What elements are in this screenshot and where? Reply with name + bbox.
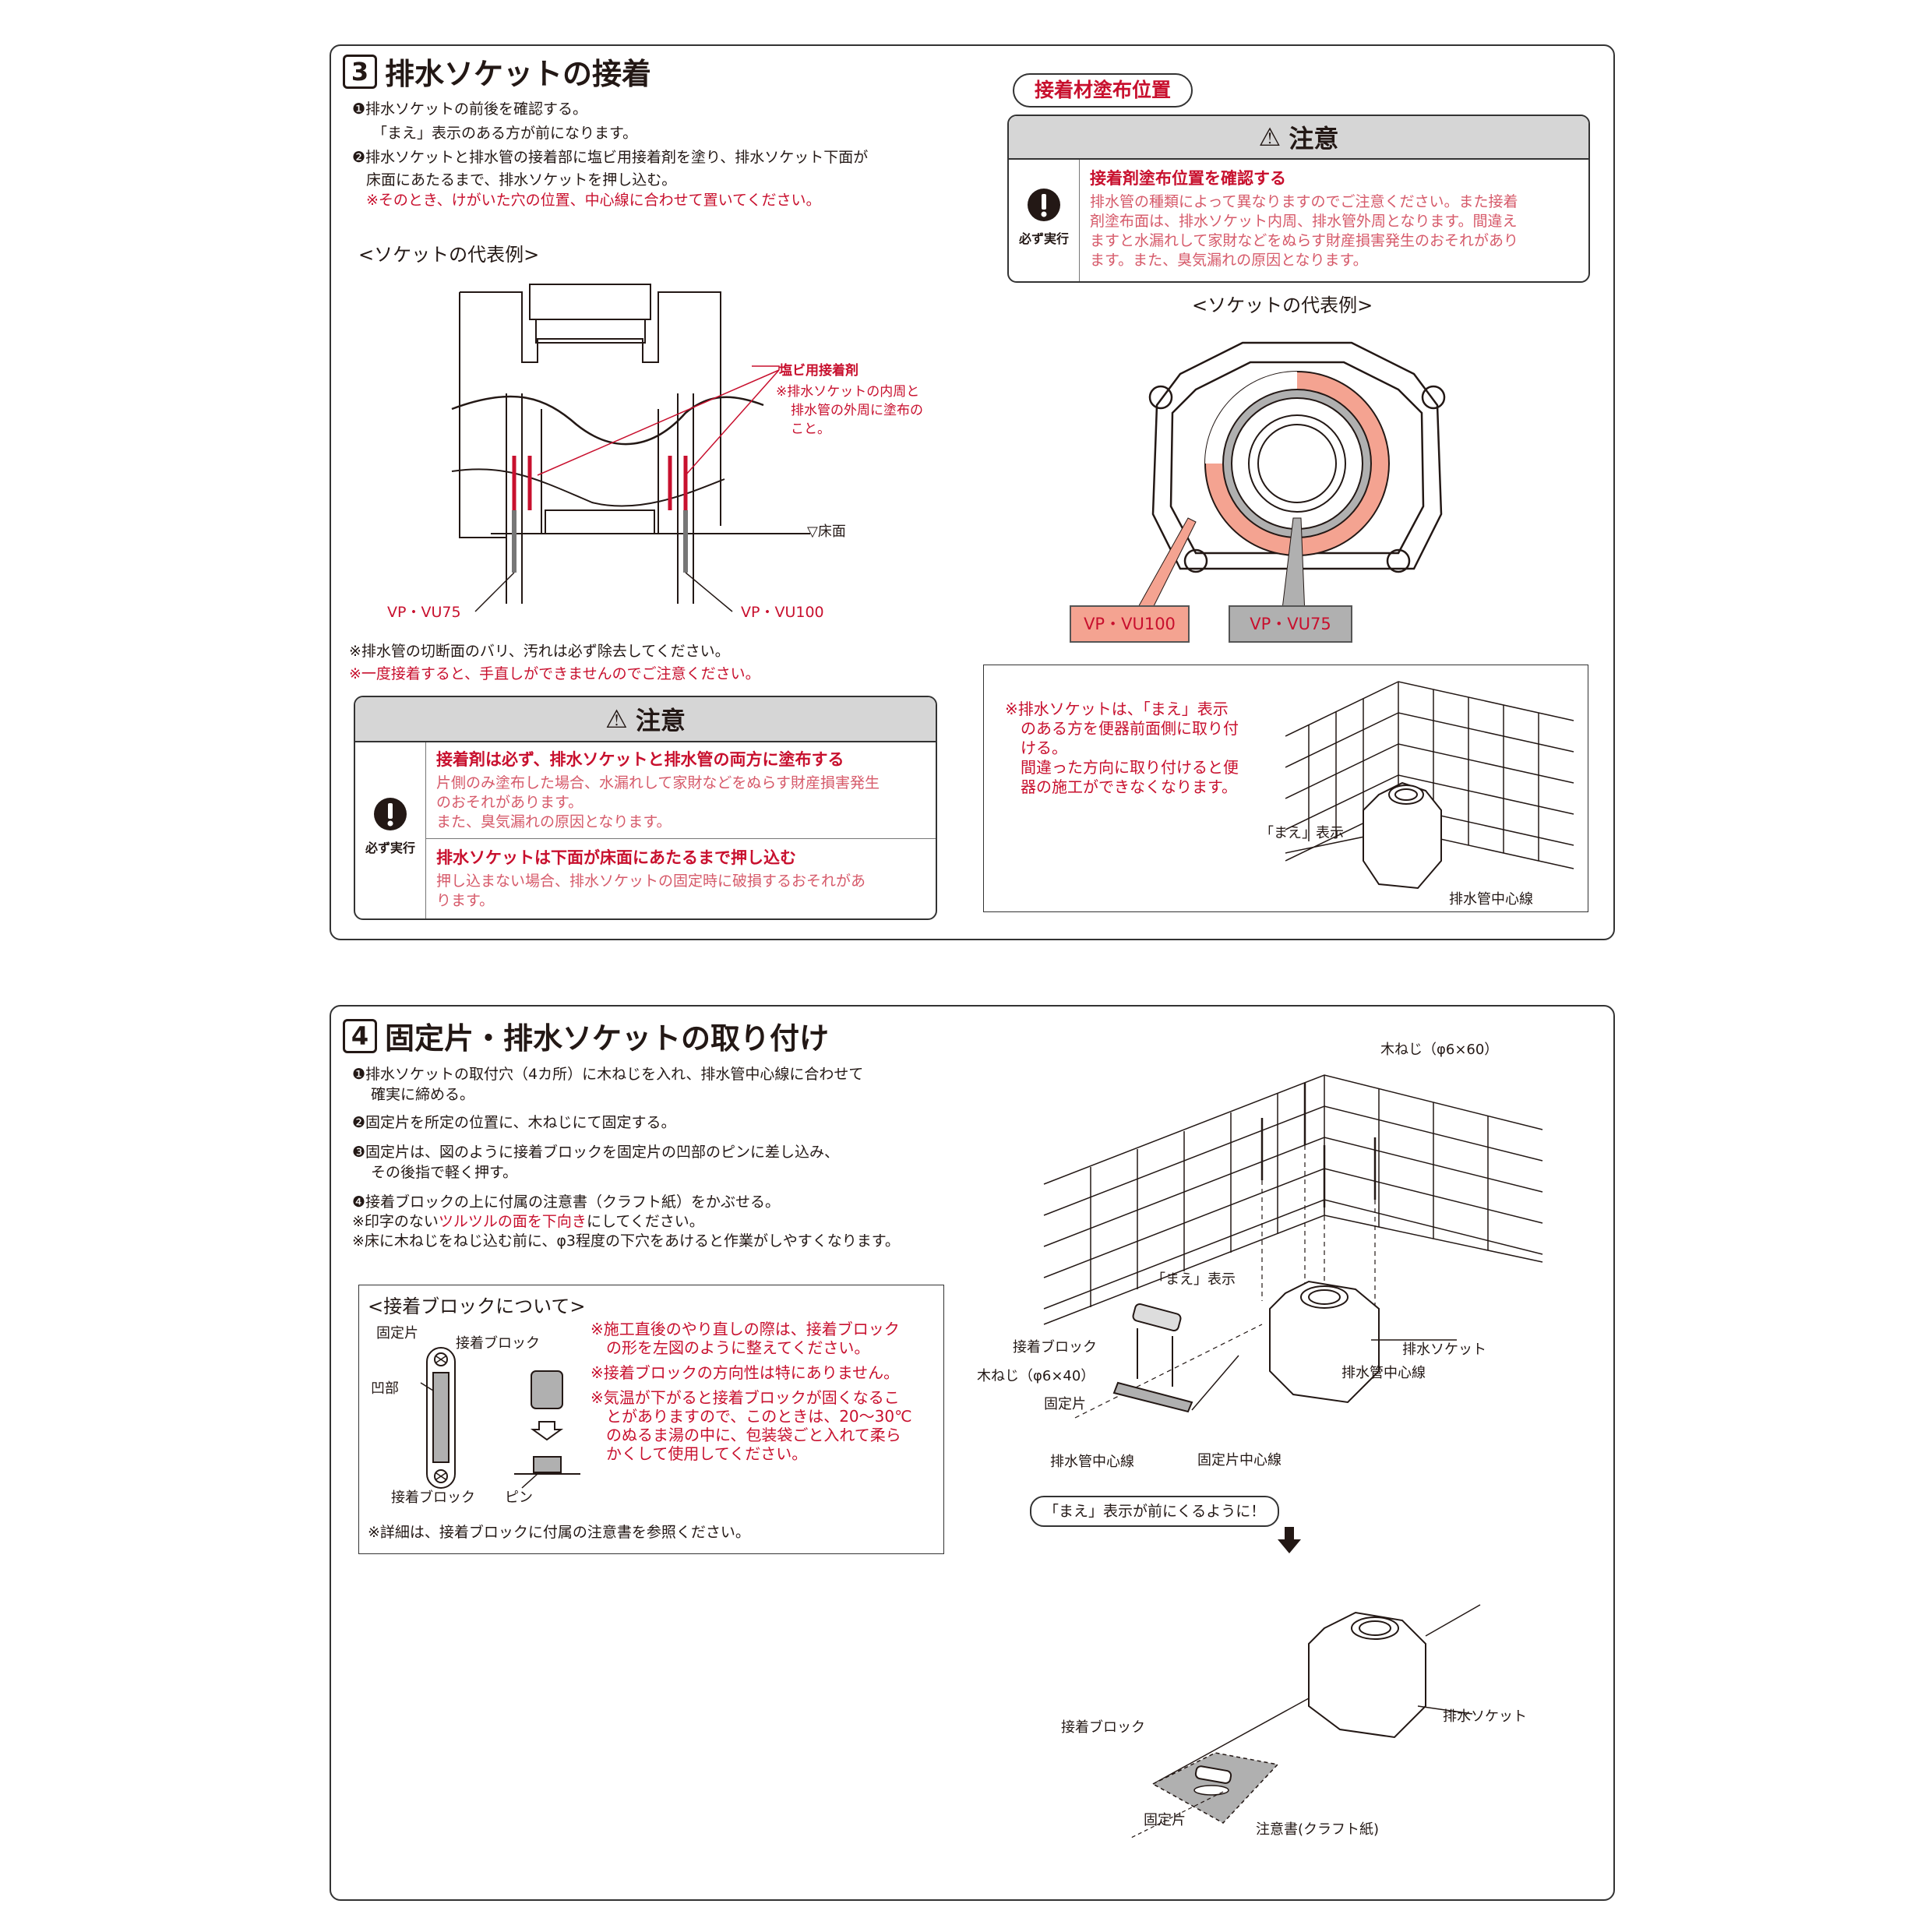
warning-triangle-icon: ⚠ (1258, 122, 1282, 152)
s4-step4: ❹接着ブロックの上に付属の注意書（クラフト紙）をかぶせる。 (352, 1193, 781, 1211)
installation-exploded-drawing (1043, 1074, 1543, 1419)
s4-block-note3-1: ※気温が下がると接着ブロックが固くなるこ (591, 1388, 900, 1407)
s3-front-orientation-box (983, 665, 1588, 912)
s3-glue-note-3: こと。 (791, 421, 830, 437)
mandatory-exclamation-icon (374, 798, 407, 830)
s3-caution-right-icon-col: 必ず実行 (1009, 160, 1080, 281)
tile-wall-corner-drawing (1285, 681, 1574, 890)
s4-block-note1-2: の形を左図のように整えてください。 (606, 1338, 870, 1357)
s3-vp75-box: VP・VU75 (1229, 605, 1352, 643)
s4-kotei-center-label: 固定片中心線 (1197, 1452, 1282, 1468)
s4-block-note3-3: のぬるま湯の中に、包装袋ごと入れて柔ら (606, 1426, 901, 1444)
s3-caution-left: ⚠ 注意 必ず実行 接着剤は必ず、排水ソケットと排水管の両方に塗布する 片側のみ… (354, 696, 937, 920)
socket-top-view-drawing (1133, 341, 1446, 616)
s3-caution-left-divider (425, 838, 936, 839)
s4-block-bottom-label: 接着ブロック (391, 1490, 475, 1506)
s3-glue-note-2: 排水管の外周に塗布の (791, 403, 923, 418)
s3-caution-left-icon-label: 必ず実行 (365, 841, 415, 855)
s3-front-note-1: ※排水ソケットは、「まえ」表示 (1005, 700, 1229, 718)
s3-vp100-box: VP・VU100 (1070, 605, 1190, 643)
s3-mae-label: 「まえ」表示 (1260, 825, 1344, 841)
s4-block-pin-label: ピン (505, 1490, 533, 1506)
s3-glue-note-1: ※排水ソケットの内周と (776, 384, 920, 400)
s4-note-print: ※印字のないツルツルの面を下向きにしてください。 (352, 1213, 704, 1230)
section-3-number: 3 (343, 54, 377, 89)
s3-front-note-4: 間違った方向に取り付けると便 (1021, 758, 1239, 777)
s3-step2-line1: ❷排水ソケットと排水管の接着部に塩ビ用接着剤を塗り、排水ソケット下面が (352, 149, 869, 166)
s3-position-badge: 接着材塗布位置 (1013, 73, 1193, 108)
s3-caution-right-text: 接着剤塗布位置を確認する 排水管の種類によって異なりますのでご注意ください。また… (1090, 169, 1519, 269)
s4-screw-top-label: 木ねじ（φ6×60） (1380, 1042, 1499, 1058)
s4-adhesive-block-box (358, 1285, 944, 1554)
kraft-paper-assembly-drawing (1129, 1604, 1481, 1839)
s4-screw-small-label: 木ねじ（φ6×40） (977, 1368, 1095, 1384)
s3-caution-right: ⚠ 注意 必ず実行 接着剤塗布位置を確認する 排水管の種類によって異なりますので… (1007, 115, 1590, 283)
s4-block-note3-4: かくして使用してください。 (606, 1444, 808, 1463)
section-4-title: 4 固定片・排水ソケットの取り付け (343, 1014, 829, 1057)
s4-block-note2: ※接着ブロックの方向性は特にありません。 (591, 1363, 900, 1382)
s3-step1-line1: ❶排水ソケットの前後を確認する。 (352, 100, 588, 118)
s4-step2: ❷固定片を所定の位置に、木ねじにて固定する。 (352, 1114, 676, 1131)
section-3-title: 3 排水ソケットの接着 (343, 50, 651, 93)
s3-caution-left-head: ⚠ 注意 (355, 697, 936, 742)
s4-step3-line1: ❸固定片は、図のように接着ブロックを固定片の凹部のピンに差し込み、 (352, 1144, 840, 1161)
s3-step1-line2: 「まえ」表示のある方が前になります。 (372, 125, 638, 142)
s3-center-label: 排水管中心線 (1449, 891, 1533, 908)
mandatory-exclamation-icon (1028, 189, 1060, 221)
s4-block-note1-1: ※施工直後のやり直しの際は、接着ブロック (591, 1320, 900, 1338)
s3-caution-right-head: ⚠ 注意 (1009, 116, 1588, 160)
s4-kraft-label: 注意書(クラフト紙) (1256, 1821, 1380, 1838)
s3-caution-right-icon-label: 必ず実行 (1018, 231, 1069, 246)
s3-caution-left-item1: 接着剤は必ず、排水ソケットと排水管の両方に塗布する 片側のみ塗布した場合、水漏れ… (436, 750, 880, 830)
s3-step2-note: ※そのとき、けがいた穴の位置、中心線に合わせて置いてください。 (366, 192, 821, 209)
s4-block-label-2: 接着ブロック (1061, 1719, 1145, 1736)
socket-cross-section-drawing (451, 284, 810, 612)
s3-glue-label: 塩ビ用接着剤 (779, 363, 858, 379)
s3-front-note-2: のある方を便器前面側に取り付 (1021, 719, 1239, 738)
s4-block-kotei: 固定片 (376, 1325, 418, 1341)
s4-step3-line2: その後指で軽く押す。 (371, 1164, 518, 1181)
s4-socket-label-2: 排水ソケット (1443, 1708, 1527, 1725)
s4-block-top-label: 接着ブロック (456, 1335, 540, 1352)
s3-example-title-right: <ソケットの代表例> (1192, 294, 1373, 316)
section-4-number: 4 (343, 1018, 377, 1053)
s4-kotei-label-2: 固定片 (1144, 1812, 1186, 1828)
s3-front-note-5: 器の施工ができなくなります。 (1021, 777, 1237, 796)
s4-block-detail: ※詳細は、接着ブロックに付属の注意書を参照ください。 (368, 1524, 750, 1541)
s4-kotei-label: 固定片 (1044, 1396, 1086, 1412)
s4-front-callout: 「まえ」表示が前にくるように！ (1030, 1496, 1280, 1527)
s4-note-pilot: ※床に木ねじをねじ込む前に、φ3程度の下穴をあけると作業がしやすくなります。 (352, 1232, 900, 1250)
s4-block-note3-2: とがありますので、このときは、20～30℃ (606, 1407, 912, 1426)
s3-note-burr: ※排水管の切断面のバリ、汚れは必ず除去してください。 (349, 643, 730, 660)
s3-vp100-label: VP・VU100 (741, 604, 824, 621)
s3-floor-label: ▽床面 (807, 524, 846, 540)
s3-note-once: ※一度接着すると、手直しができませんのでご注意ください。 (349, 665, 760, 682)
s4-center-label-2: 排水管中心線 (1050, 1454, 1134, 1470)
s3-example-title: <ソケットの代表例> (358, 244, 540, 266)
s4-mae-label: 「まえ」表示 (1151, 1271, 1236, 1288)
s4-block-oubu: 凹部 (371, 1380, 399, 1397)
s4-step1-line1: ❶排水ソケットの取付穴（4カ所）に木ねじを入れ、排水管中心線に合わせて (352, 1066, 864, 1083)
warning-triangle-icon: ⚠ (605, 704, 628, 734)
s4-center-label: 排水管中心線 (1341, 1365, 1426, 1381)
s4-block-label: 接着ブロック (1013, 1339, 1097, 1356)
s3-step2-line2: 床面にあたるまで、排水ソケットを押し込む。 (366, 171, 677, 189)
s3-front-note-3: ける。 (1021, 739, 1067, 757)
s4-step1-line2: 確実に締める。 (371, 1086, 475, 1103)
section-3-heading: 排水ソケットの接着 (385, 57, 652, 91)
down-arrow-icon (1278, 1527, 1301, 1553)
s3-vp75-label: VP・VU75 (387, 604, 461, 621)
section-4-heading: 固定片・排水ソケットの取り付け (385, 1021, 830, 1056)
s3-caution-left-icon-col: 必ず実行 (355, 742, 426, 918)
s3-caution-left-item2: 排水ソケットは下面が床面にあたるまで押し込む 押し込まない場合、排水ソケットの固… (436, 848, 866, 909)
s4-socket-label: 排水ソケット (1402, 1341, 1486, 1358)
fixing-piece-diagram (420, 1347, 580, 1489)
s4-block-box-title: <接着ブロックについて> (368, 1296, 586, 1317)
